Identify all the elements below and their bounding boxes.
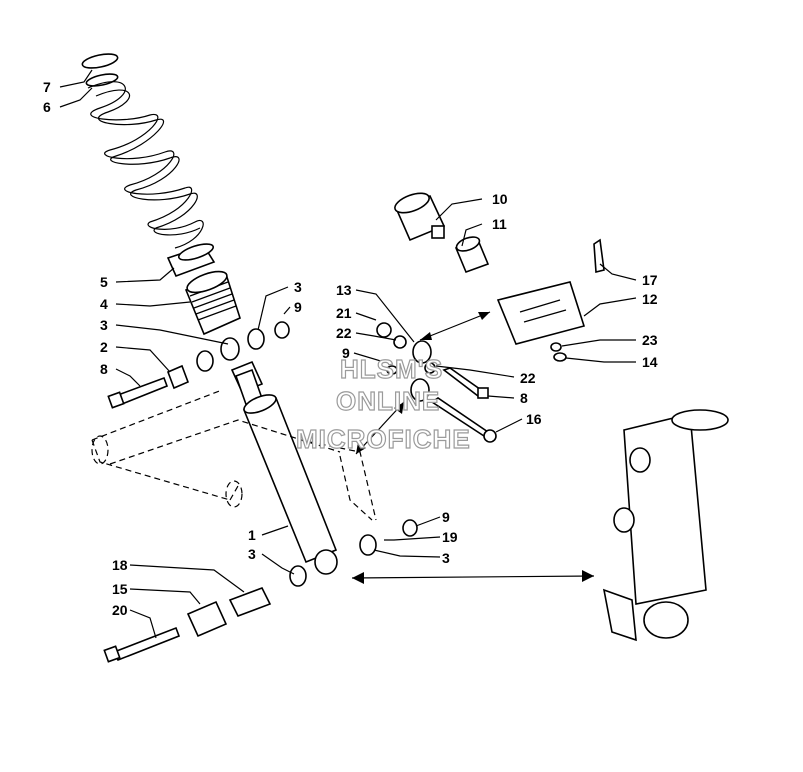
callout-6: 6 [43, 99, 51, 115]
callout-23: 23 [642, 332, 658, 348]
callout-19: 19 [442, 529, 458, 545]
callout-5: 5 [100, 274, 108, 290]
callout-3: 3 [442, 550, 450, 566]
lower-hardware [103, 519, 418, 663]
callout-10: 10 [492, 191, 508, 207]
callout-20: 20 [112, 602, 128, 618]
spring-cap [81, 53, 119, 87]
callout-4: 4 [100, 296, 108, 312]
bump-stop [184, 270, 241, 336]
callout-11: 11 [492, 216, 507, 232]
callout-17: 17 [642, 272, 658, 288]
coil-spring [87, 81, 204, 249]
relation-arrows [351, 311, 595, 584]
callout-22: 22 [336, 325, 352, 341]
torque-link [376, 192, 605, 443]
callout-3: 3 [100, 317, 108, 333]
callout-9: 9 [294, 299, 302, 315]
callout-8: 8 [100, 361, 108, 377]
callout-16: 16 [526, 411, 542, 427]
spring-seat [166, 243, 216, 278]
callout-9: 9 [442, 509, 450, 525]
callout-9: 9 [342, 345, 350, 361]
callout-18: 18 [112, 557, 128, 573]
callout-22: 22 [520, 370, 536, 386]
callout-8: 8 [520, 390, 528, 406]
callout-1: 1 [248, 527, 256, 543]
a-arm-outline [91, 389, 377, 521]
spindle [602, 409, 729, 642]
leader-lines [59, 69, 637, 639]
callout-3: 3 [294, 279, 302, 295]
upper-hardware [107, 321, 290, 409]
callout-15: 15 [112, 581, 128, 597]
callout-13: 13 [336, 282, 352, 298]
callout-12: 12 [642, 291, 658, 307]
watermark-line-2: ONLINE [336, 386, 440, 416]
callout-14: 14 [642, 354, 658, 370]
callout-3: 3 [248, 546, 256, 562]
watermark-line-1: HLSM'S [340, 354, 443, 384]
callout-21: 21 [336, 305, 352, 321]
watermark: HLSM'S ONLINE MICROFICHE [295, 353, 471, 454]
callout-labels: 7 6 5 4 3 2 8 3 9 10 11 17 12 23 14 13 2… [43, 79, 658, 618]
callout-2: 2 [100, 339, 108, 355]
shock-absorber [230, 360, 338, 575]
callout-7: 7 [43, 79, 51, 95]
watermark-line-3: MICROFICHE [296, 424, 471, 454]
